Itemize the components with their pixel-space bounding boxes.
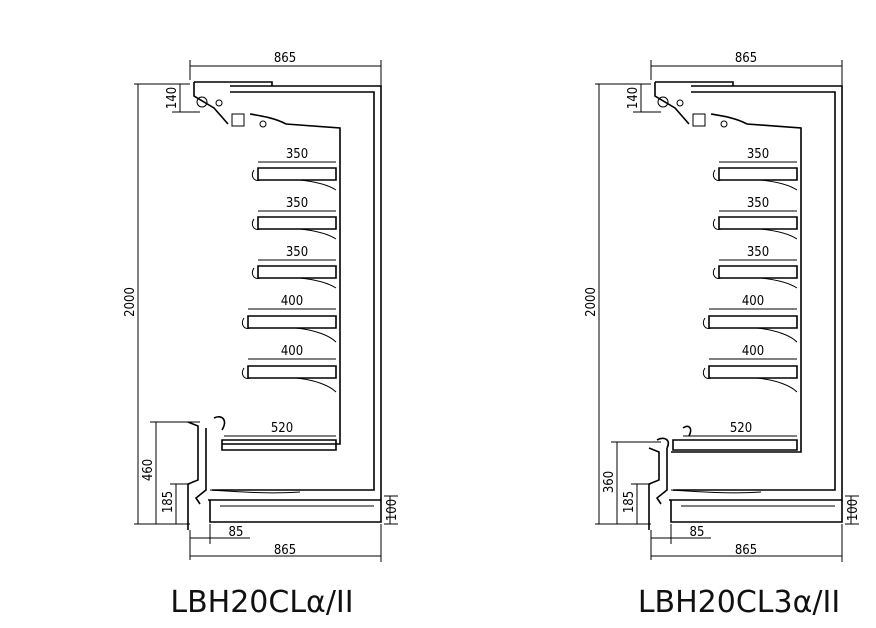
shelf-label: 350 bbox=[747, 196, 769, 211]
plinth-height-label: 185 bbox=[622, 491, 637, 513]
shelf-label: 520 bbox=[730, 421, 752, 436]
shelf-label: 350 bbox=[286, 245, 308, 260]
bottom-width-dimension: 865 bbox=[190, 524, 382, 562]
right-height-dimension: 100 bbox=[845, 495, 861, 525]
top-height-dimension: 140 bbox=[165, 84, 200, 113]
bottom-width-dimension: 865 bbox=[651, 524, 843, 562]
shelf-label: 400 bbox=[742, 344, 764, 359]
shelf-400-1: 400 bbox=[702, 294, 798, 343]
base-height-label: 460 bbox=[141, 459, 156, 481]
cabinet-body bbox=[187, 81, 382, 530]
top-width-dimension: 865 bbox=[650, 51, 843, 86]
plinth-depth-label: 85 bbox=[229, 525, 244, 540]
height-label: 2000 bbox=[584, 287, 599, 317]
shelf-label: 350 bbox=[286, 147, 308, 162]
top-width-dimension: 865 bbox=[189, 51, 382, 86]
right-height-label: 100 bbox=[846, 499, 861, 521]
cabinet-drawing-right: 865 2000 140 bbox=[584, 51, 861, 620]
shelf-400-1: 400 bbox=[241, 294, 337, 343]
top-width-label: 865 bbox=[274, 51, 296, 66]
bottom-width-label: 865 bbox=[735, 543, 757, 558]
height-dimension: 2000 bbox=[584, 83, 651, 525]
shelf-350-1: 350 bbox=[712, 147, 798, 191]
shelf-350-2: 350 bbox=[712, 196, 798, 240]
base-height-dimension: 360 bbox=[602, 441, 661, 524]
cabinet-body bbox=[648, 81, 843, 530]
shelf-520: 520 bbox=[221, 421, 337, 451]
shelf-520: 520 bbox=[672, 421, 798, 451]
shelf-350-2: 350 bbox=[251, 196, 337, 240]
plinth-height-label: 185 bbox=[161, 491, 176, 513]
height-label: 2000 bbox=[123, 287, 138, 317]
shelf-label: 350 bbox=[286, 196, 308, 211]
shelf-label: 400 bbox=[281, 344, 303, 359]
plinth-depth-label: 85 bbox=[690, 525, 705, 540]
shelf-350-3: 350 bbox=[712, 245, 798, 289]
shelf-350-1: 350 bbox=[251, 147, 337, 191]
shelf-label: 520 bbox=[271, 421, 293, 436]
plinth-height-dimension: 185 bbox=[622, 483, 651, 524]
base-height-label: 360 bbox=[602, 471, 617, 493]
shelf-400-2: 400 bbox=[702, 344, 798, 393]
right-height-label: 100 bbox=[385, 499, 400, 521]
shelf-350-3: 350 bbox=[251, 245, 337, 289]
cabinet-drawing-left: 865 2000 140 bbox=[123, 51, 400, 620]
top-width-label: 865 bbox=[735, 51, 757, 66]
shelf-label: 350 bbox=[747, 245, 769, 260]
height-dimension: 2000 bbox=[123, 83, 190, 525]
top-height-label: 140 bbox=[626, 87, 641, 109]
plinth-depth-dimension: 85 bbox=[189, 524, 250, 560]
shelf-label: 400 bbox=[281, 294, 303, 309]
bottom-width-label: 865 bbox=[274, 543, 296, 558]
right-height-dimension: 100 bbox=[384, 495, 400, 525]
plinth-height-dimension: 185 bbox=[161, 483, 190, 524]
top-height-label: 140 bbox=[165, 87, 180, 109]
base-height-dimension: 460 bbox=[141, 421, 200, 524]
plinth-depth-dimension: 85 bbox=[650, 524, 711, 560]
shelf-400-2: 400 bbox=[241, 344, 337, 393]
model-caption-right: LBH20CL3α/II bbox=[638, 585, 840, 620]
top-height-dimension: 140 bbox=[626, 84, 661, 113]
shelf-label: 400 bbox=[742, 294, 764, 309]
shelf-label: 350 bbox=[747, 147, 769, 162]
model-caption-left: LBH20CLα/II bbox=[170, 585, 353, 620]
